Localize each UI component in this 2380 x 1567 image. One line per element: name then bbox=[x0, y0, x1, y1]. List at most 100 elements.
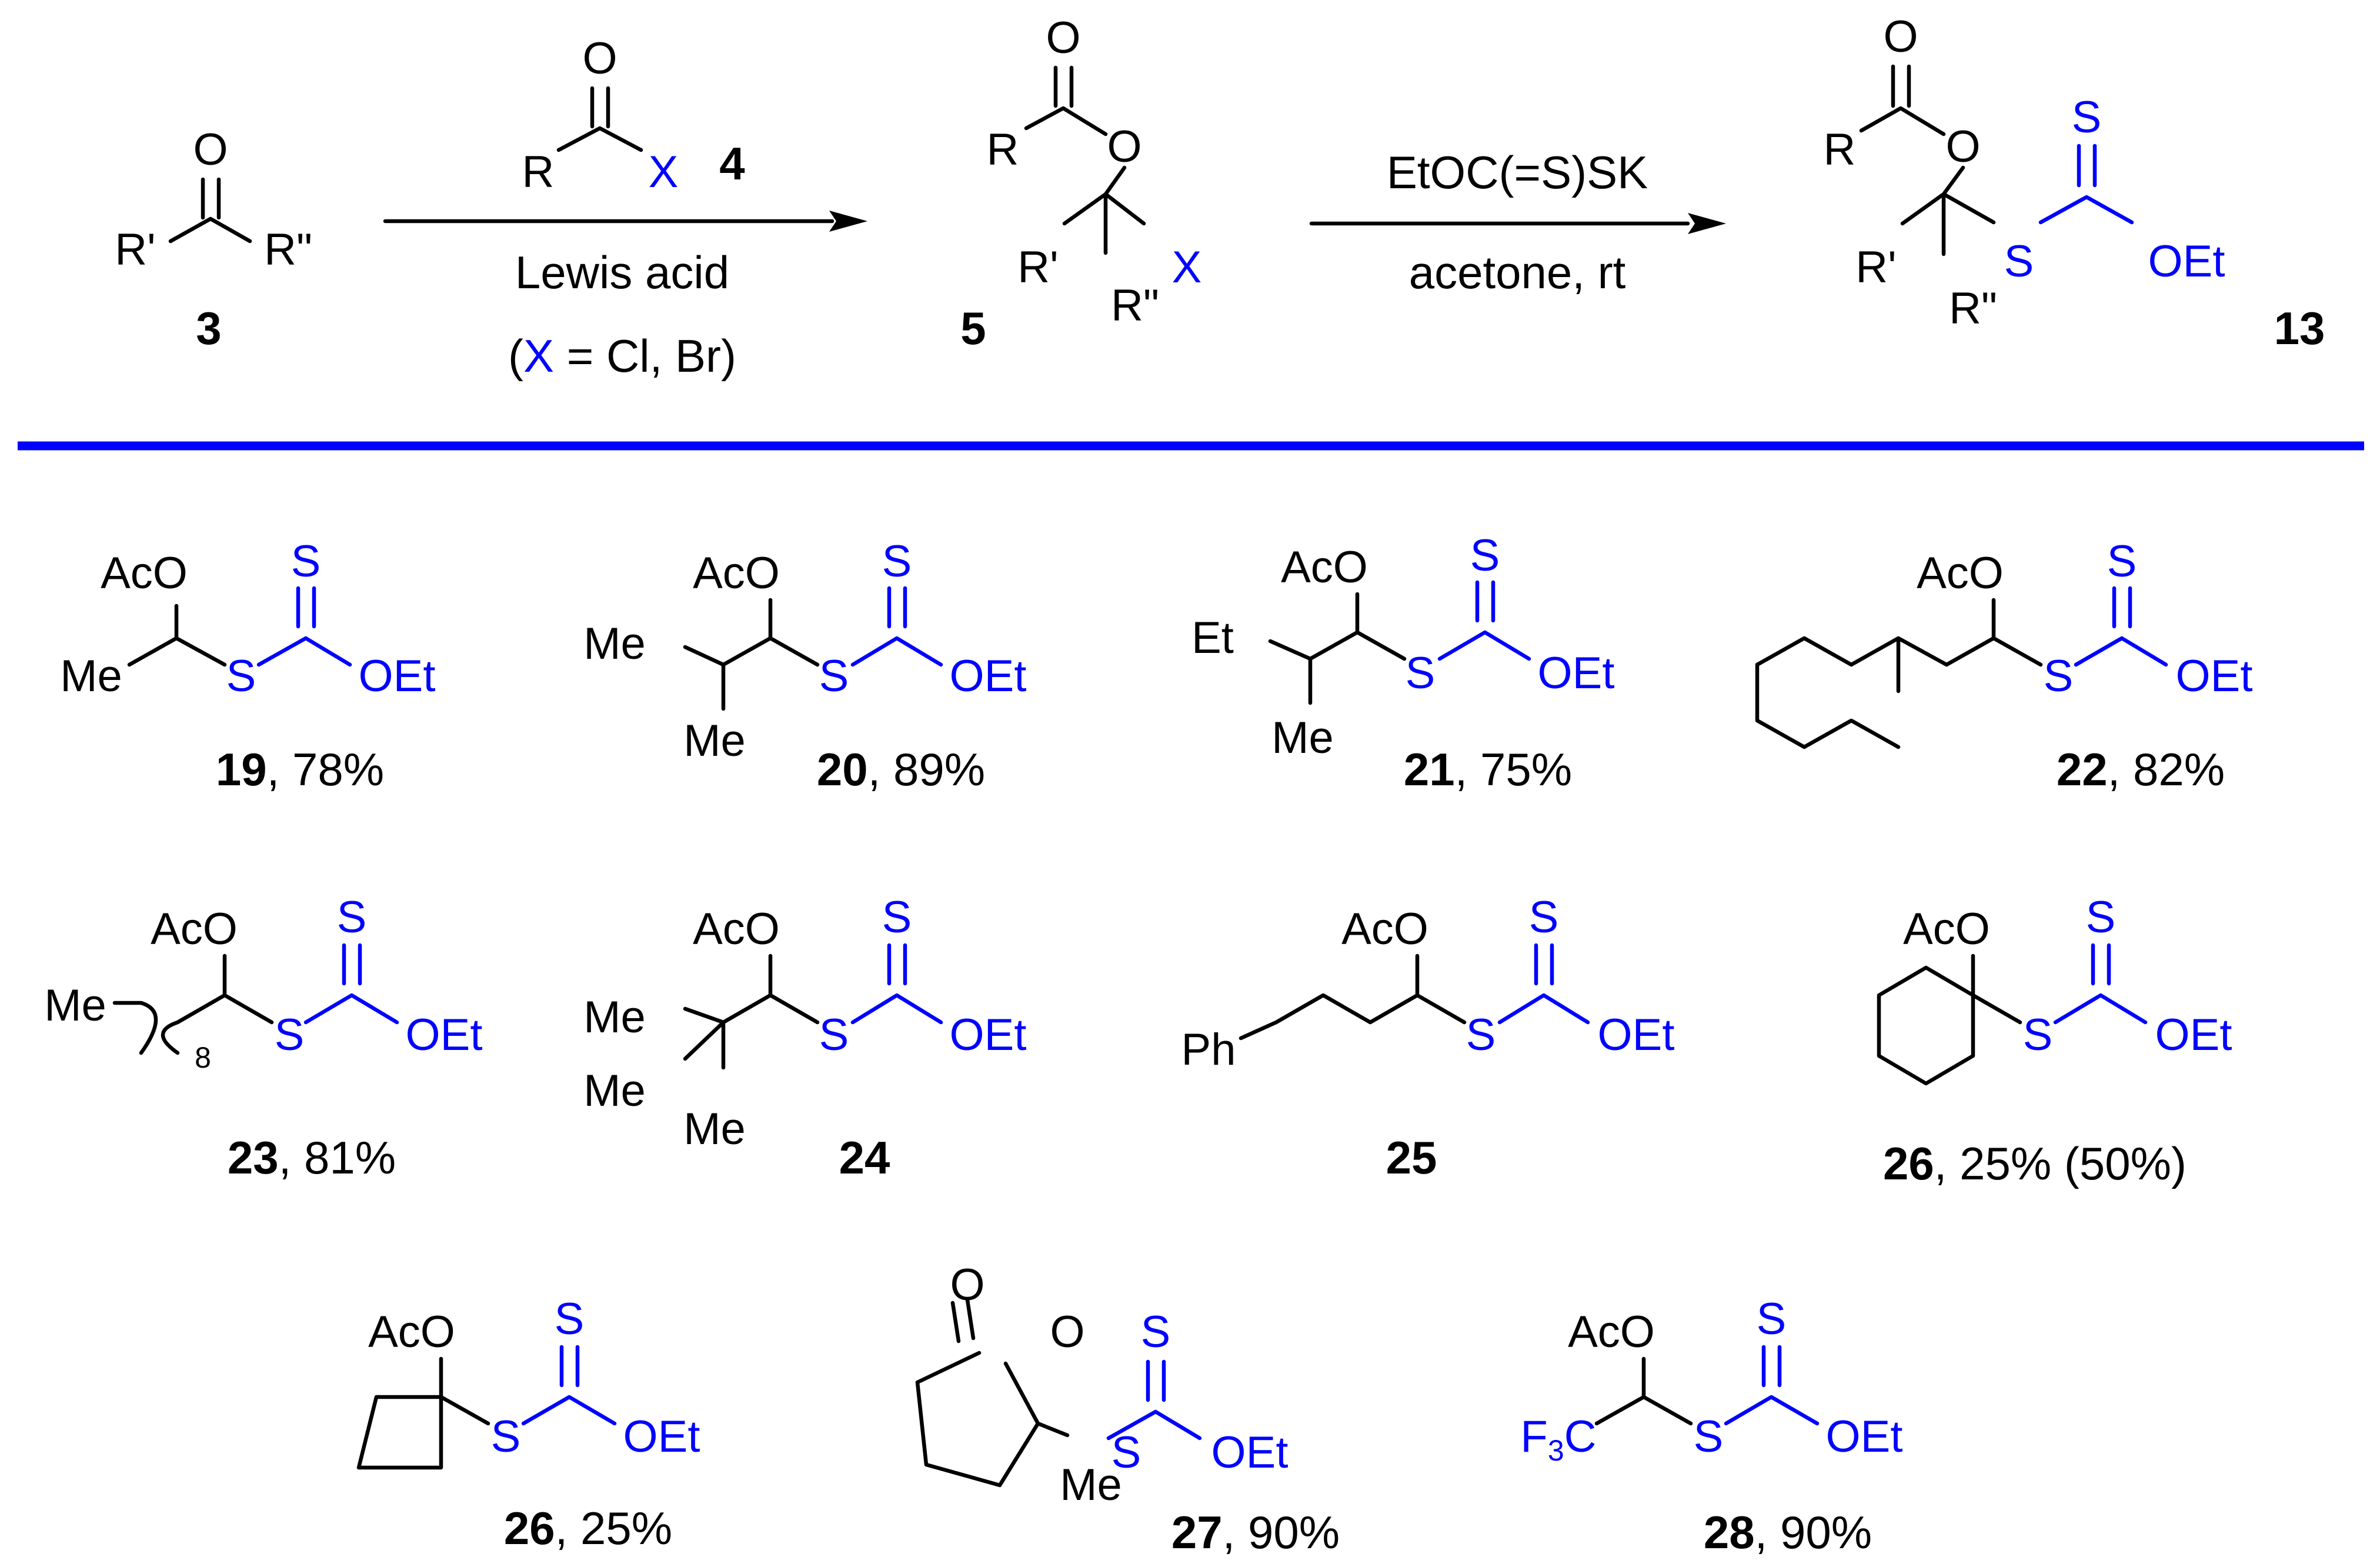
svg-text:R': R' bbox=[1017, 242, 1058, 292]
svg-text:S: S bbox=[819, 1010, 849, 1060]
svg-text:Ph: Ph bbox=[1181, 1025, 1236, 1075]
svg-text:AcO: AcO bbox=[368, 1307, 455, 1357]
svg-text:AcO: AcO bbox=[693, 904, 780, 954]
svg-text:Lewis acid: Lewis acid bbox=[515, 246, 729, 298]
svg-text:OEt: OEt bbox=[1538, 648, 1615, 698]
compound-number-3: 3 bbox=[196, 302, 221, 354]
product-28: AcO F3C S S OEt 28, 90% bbox=[1520, 1294, 1902, 1558]
compound-number-24: 24 bbox=[839, 1132, 890, 1183]
svg-text:AcO: AcO bbox=[1341, 904, 1428, 954]
svg-text:R": R" bbox=[1949, 284, 1997, 334]
svg-text:S: S bbox=[291, 536, 321, 586]
svg-text:(X = Cl, Br): (X = Cl, Br) bbox=[508, 330, 736, 382]
svg-text:S: S bbox=[2023, 1010, 2053, 1060]
product-23: AcO Me 8 S S OEt 23, 81% bbox=[44, 892, 482, 1183]
svg-text:Me: Me bbox=[583, 992, 646, 1042]
svg-text:S: S bbox=[1470, 531, 1500, 581]
svg-text:Et: Et bbox=[1191, 613, 1234, 663]
svg-text:OEt: OEt bbox=[359, 651, 436, 701]
compound-number-21: 21 bbox=[1404, 744, 1455, 795]
svg-text:F3C: F3C bbox=[1520, 1412, 1596, 1467]
svg-text:R: R bbox=[987, 125, 1019, 175]
svg-text:O: O bbox=[950, 1260, 984, 1310]
svg-text:S: S bbox=[2044, 651, 2074, 701]
svg-text:21, 75%: 21, 75% bbox=[1404, 744, 1572, 795]
product-27: O O Me S S OEt 27, 90% bbox=[915, 1260, 1340, 1558]
svg-text:S: S bbox=[1141, 1307, 1171, 1357]
svg-text:28, 90%: 28, 90% bbox=[1704, 1506, 1872, 1558]
svg-text:X: X bbox=[649, 147, 679, 197]
svg-text:O: O bbox=[1050, 1307, 1084, 1357]
acyl-halide-4: O R X 4 bbox=[522, 34, 745, 197]
svg-text:S: S bbox=[2086, 892, 2116, 942]
intermediate-5: O R O R' X R" 5 bbox=[960, 13, 1201, 354]
compound-number-27: 27 bbox=[1171, 1506, 1223, 1558]
product-20: AcO Me Me S S OEt 20, 89% bbox=[583, 536, 1026, 795]
svg-text:AcO: AcO bbox=[1568, 1307, 1655, 1357]
svg-text:Me: Me bbox=[683, 716, 746, 766]
svg-text:OEt: OEt bbox=[1826, 1412, 1903, 1462]
svg-text:Me: Me bbox=[1060, 1460, 1122, 1510]
compound-number-4: 4 bbox=[719, 138, 745, 189]
svg-text:OEt: OEt bbox=[1598, 1010, 1675, 1060]
svg-text:AcO: AcO bbox=[101, 548, 188, 598]
reaction-arrow-1: Lewis acid (X = Cl, Br) bbox=[383, 211, 867, 382]
svg-text:acetone, rt: acetone, rt bbox=[1409, 246, 1626, 298]
svg-text:OEt: OEt bbox=[950, 651, 1027, 701]
compound-number-26a: 26 bbox=[1883, 1138, 1934, 1189]
compound-number-26b: 26 bbox=[504, 1502, 555, 1554]
svg-text:R: R bbox=[522, 147, 555, 197]
svg-text:OEt: OEt bbox=[406, 1010, 483, 1060]
svg-text:S: S bbox=[1406, 648, 1436, 698]
svg-text:Me: Me bbox=[1271, 713, 1334, 763]
ketone-3: O R' R" 3 bbox=[115, 125, 312, 354]
svg-text:O: O bbox=[1945, 122, 1980, 172]
svg-text:S: S bbox=[1111, 1428, 1141, 1478]
svg-text:Me: Me bbox=[44, 981, 106, 1031]
svg-text:19, 78%: 19, 78% bbox=[216, 744, 384, 795]
svg-text:O: O bbox=[1883, 12, 1918, 62]
svg-text:Me: Me bbox=[583, 619, 646, 669]
svg-text:S: S bbox=[1529, 892, 1559, 942]
svg-text:O: O bbox=[1046, 13, 1080, 63]
svg-text:X: X bbox=[1172, 242, 1202, 292]
svg-text:AcO: AcO bbox=[1917, 548, 2004, 598]
svg-text:R": R" bbox=[264, 225, 312, 275]
svg-text:S: S bbox=[2072, 92, 2102, 142]
svg-text:S: S bbox=[1757, 1294, 1787, 1344]
svg-text:AcO: AcO bbox=[1281, 542, 1368, 592]
svg-text:Me: Me bbox=[683, 1104, 746, 1154]
svg-text:S: S bbox=[337, 892, 367, 942]
product-22: AcO S S OEt 22, 82% bbox=[1755, 536, 2253, 795]
product-24: AcO Me Me Me S S OEt 24 bbox=[583, 892, 1026, 1183]
svg-text:OEt: OEt bbox=[950, 1010, 1027, 1060]
svg-text:Me: Me bbox=[60, 651, 122, 701]
product-25: AcO Ph S S OEt 25 bbox=[1181, 892, 1675, 1183]
product-19: AcO Me S S OEt 19, 78% bbox=[60, 536, 435, 795]
svg-text:AcO: AcO bbox=[1903, 904, 1990, 954]
svg-text:S: S bbox=[882, 536, 912, 586]
svg-text:AcO: AcO bbox=[693, 548, 780, 598]
svg-text:S: S bbox=[2004, 236, 2034, 286]
svg-text:R': R' bbox=[115, 225, 155, 275]
svg-text:8: 8 bbox=[195, 1041, 211, 1074]
compound-number-23: 23 bbox=[228, 1132, 279, 1183]
svg-text:O: O bbox=[193, 125, 228, 175]
svg-text:OEt: OEt bbox=[623, 1412, 700, 1462]
svg-text:22, 82%: 22, 82% bbox=[2057, 744, 2225, 795]
svg-text:OEt: OEt bbox=[2176, 651, 2253, 701]
product-21: AcO Et Me S S OEt 21, 75% bbox=[1191, 531, 1614, 795]
product-13: O R O R' R" S S OEt 13 bbox=[1824, 12, 2325, 354]
svg-text:S: S bbox=[555, 1294, 585, 1344]
svg-text:S: S bbox=[1466, 1010, 1496, 1060]
reaction-arrow-2: EtOC(=S)SK acetone, rt bbox=[1309, 146, 1726, 298]
svg-text:27, 90%: 27, 90% bbox=[1171, 1506, 1340, 1558]
compound-number-19: 19 bbox=[216, 744, 267, 795]
svg-text:OEt: OEt bbox=[2155, 1010, 2232, 1060]
compound-number-28: 28 bbox=[1704, 1506, 1755, 1558]
svg-text:S: S bbox=[2107, 536, 2137, 586]
svg-text:R": R" bbox=[1111, 281, 1159, 331]
svg-text:26, 25%: 26, 25% bbox=[504, 1502, 672, 1554]
compound-number-22: 22 bbox=[2057, 744, 2108, 795]
svg-text:S: S bbox=[1694, 1412, 1724, 1462]
